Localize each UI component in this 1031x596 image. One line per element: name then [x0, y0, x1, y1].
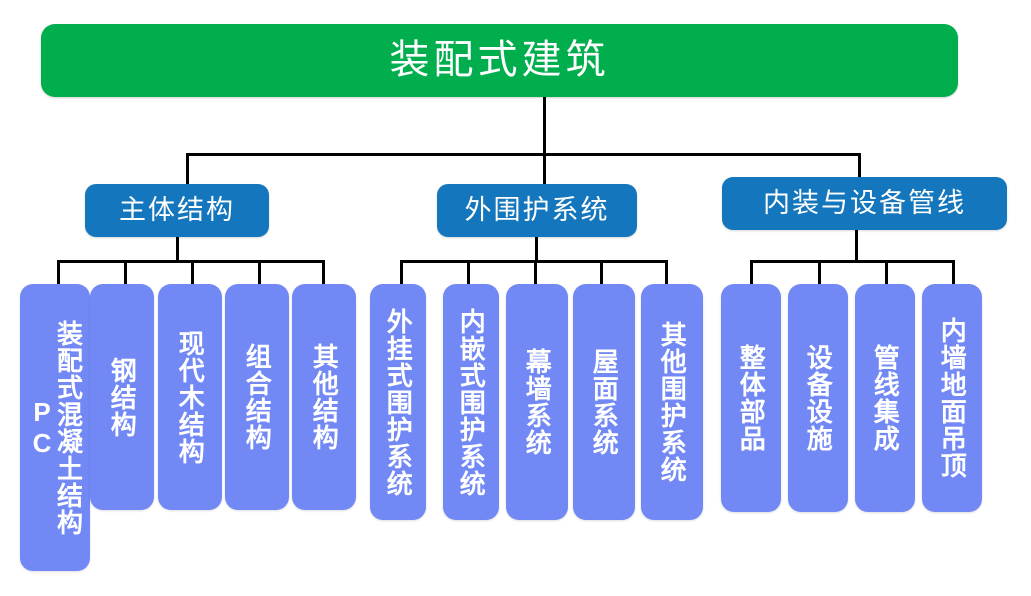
leaf-node-other-structure[interactable]: 其他结构: [292, 284, 356, 510]
branch-node-interior-and-mep[interactable]: 内装与设备管线: [722, 177, 1007, 230]
leaf-node-external-hung-envelope-system[interactable]: 外挂式围护系统: [370, 284, 426, 520]
connector-drop-g1-leaf-4: [258, 260, 261, 286]
connector-drop-g2-leaf-4: [600, 260, 603, 286]
connector-drop-g3-leaf-2: [818, 260, 821, 286]
connector-drop-g2-leaf-3: [534, 260, 537, 286]
branch-node-main-structure[interactable]: 主体结构: [85, 184, 269, 237]
connector-drop-branch-2: [543, 153, 546, 185]
root-node-prefabricated-building[interactable]: 装配式建筑: [41, 24, 958, 97]
connector-branch2-trunk: [535, 237, 538, 262]
connector-drop-g1-leaf-3: [191, 260, 194, 286]
leaf-node-curtain-wall-system[interactable]: 幕墙系统: [506, 284, 568, 520]
leaf-node-pipeline-integration[interactable]: 管线集成: [855, 284, 915, 512]
root-node-label: 装配式建筑: [389, 38, 610, 83]
connector-drop-g2-leaf-1: [400, 260, 403, 286]
leaf-node-label: 其他围护系统: [657, 321, 688, 483]
branch-node-label: 内装与设备管线: [763, 187, 966, 218]
leaf-node-label: 外挂式围护系统: [383, 307, 414, 497]
leaf-node-label: 整体部品: [736, 344, 767, 452]
leaf-node-label: 管线集成: [870, 344, 901, 452]
leaf-node-roof-system[interactable]: 屋面系统: [573, 284, 635, 520]
leaf-node-modern-timber-structure[interactable]: 现代木结构: [158, 284, 222, 510]
leaf-node-interior-wall-floor-ceiling[interactable]: 内墙地面吊顶: [922, 284, 982, 512]
leaf-node-label: 幕墙系统: [522, 348, 553, 456]
leaf-node-label: 屋面系统: [589, 348, 620, 456]
connector-drop-branch-1: [186, 153, 189, 185]
connector-group3-bus: [750, 260, 955, 263]
leaf-node-integrated-components[interactable]: 整体部品: [721, 284, 781, 512]
leaf-node-label: 设备设施: [803, 344, 834, 452]
leaf-node-label: 组合结构: [242, 343, 273, 451]
leaf-node-precast-concrete-structure[interactable]: 装配式混凝土结构PC: [20, 284, 90, 571]
connector-drop-g3-leaf-4: [952, 260, 955, 286]
connector-drop-g2-leaf-5: [665, 260, 668, 286]
leaf-node-composite-structure[interactable]: 组合结构: [225, 284, 289, 510]
connector-drop-g1-leaf-5: [322, 260, 325, 286]
connector-root-trunk: [543, 97, 546, 155]
connector-branch1-trunk: [176, 237, 179, 262]
leaf-node-label: 其他结构: [309, 343, 340, 451]
leaf-node-other-envelope-system[interactable]: 其他围护系统: [641, 284, 703, 520]
leaf-node-label: 装配式混凝土结构PC: [27, 319, 84, 536]
connector-drop-g3-leaf-3: [885, 260, 888, 286]
connector-drop-g1-leaf-1: [57, 260, 60, 286]
branch-node-label: 主体结构: [119, 194, 235, 225]
branch-node-label: 外围护系统: [464, 194, 610, 225]
connector-drop-g2-leaf-2: [467, 260, 470, 286]
leaf-node-embedded-envelope-system[interactable]: 内嵌式围护系统: [443, 284, 499, 520]
connector-drop-g1-leaf-2: [124, 260, 127, 286]
leaf-node-label: 内嵌式围护系统: [456, 307, 487, 497]
leaf-node-label: 钢结构: [107, 356, 138, 438]
leaf-node-label: 内墙地面吊顶: [937, 317, 968, 479]
branch-node-envelope-system[interactable]: 外围护系统: [437, 184, 637, 237]
connector-drop-g3-leaf-1: [750, 260, 753, 286]
leaf-node-label: 现代木结构: [175, 329, 206, 465]
leaf-node-steel-structure[interactable]: 钢结构: [90, 284, 154, 510]
leaf-node-equipment-facilities[interactable]: 设备设施: [788, 284, 848, 512]
connector-drop-branch-3: [858, 153, 861, 185]
connector-branch3-trunk: [855, 230, 858, 262]
connector-level2-bus: [186, 153, 861, 156]
